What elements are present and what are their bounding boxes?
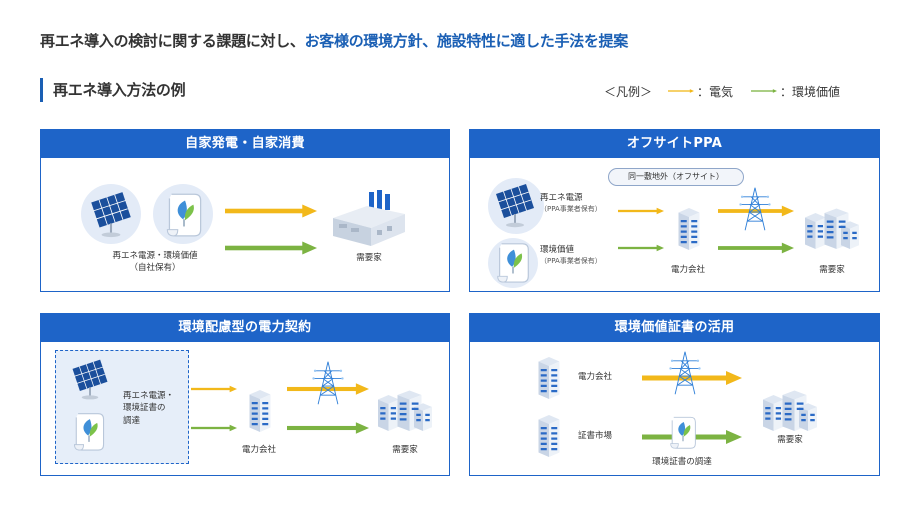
cert-utility-label: 電力会社 (578, 372, 613, 382)
card-certificate-use-title: 環境価値証書の活用 (470, 314, 879, 342)
legend-electricity-arrow-icon (668, 89, 695, 93)
contract-power-tower-icon (311, 361, 345, 405)
offsite-source1-sub: （PPA事業者保有） (540, 205, 602, 214)
contract-solar-panel-icon (72, 359, 108, 400)
card-self-generation: 自家発電・自家消費 再エネ電源・環境価値 （自社保有） 需要家 (40, 129, 450, 292)
self-consumer-label: 需要家 (356, 253, 382, 263)
self-electricity-arrow-icon (225, 204, 317, 218)
offsite-source2-sub: （PPA事業者保有） (540, 257, 602, 266)
legend-env-value-arrow-icon (751, 89, 778, 93)
section-title: 再エネ導入方法の例 (40, 78, 186, 102)
offsite-utility-building-icon (678, 208, 700, 250)
cert-market-label: 証書市場 (578, 431, 613, 441)
offsite-electricity-arrow-1-icon (618, 207, 664, 215)
offsite-power-tower-icon (738, 187, 772, 231)
contract-source-label: 再エネ電源・ 環境証書の 調達 (123, 390, 174, 427)
certificate-icon (166, 193, 202, 237)
contract-utility-building-icon (249, 390, 271, 432)
legend: ＜凡例＞ ：電気 ：環境価値 (604, 81, 840, 101)
cert-certificate-icon (670, 416, 696, 449)
legend-env-value-text: ：環境価値 (780, 84, 841, 99)
headline-prefix: 再エネ導入の検討に関する課題に対し、 (40, 32, 305, 50)
self-source-label-line1: 再エネ電源・環境価値 (112, 251, 198, 261)
card-certificate-use: 環境価値証書の活用 電力会社 証書市場 環境証書の調達 需要家 (469, 313, 880, 476)
offsite-utility-label: 電力会社 (670, 265, 705, 275)
contract-electricity-arrow-1-icon (191, 385, 237, 393)
offsite-consumer-label: 需要家 (819, 265, 845, 275)
cert-procure-label: 環境証書の調達 (652, 457, 712, 467)
legend-label: ＜凡例＞ (604, 84, 653, 99)
solar-panel-icon (90, 191, 132, 238)
cert-utility-building-icon (538, 357, 560, 399)
factory-icon (333, 190, 405, 246)
card-green-contract: 環境配慮型の電力契約 再エネ電源・ 環境証書の 調達 電力会社 需要家 (40, 313, 450, 476)
contract-consumer-buildings-icon (378, 390, 432, 431)
contract-utility-label: 電力会社 (241, 445, 276, 455)
offsite-source2-label: 環境価値 （PPA事業者保有） (540, 244, 602, 266)
page-headline: 再エネ導入の検討に関する課題に対し、お客様の環境方針、施設特性に適した手法を提案 (40, 30, 628, 51)
contract-env-value-arrow-2-icon (287, 422, 369, 434)
offsite-consumer-buildings-icon (805, 208, 859, 249)
contract-source-label-line2: 環境証書の (123, 403, 166, 414)
offsite-solar-panel-icon (495, 183, 535, 228)
cert-power-tower-icon (668, 351, 702, 395)
cert-market-building-icon (538, 415, 560, 457)
contract-source-label-line3: 調達 (123, 415, 141, 426)
offsite-certificate-icon (497, 243, 529, 283)
cert-consumer-buildings-icon (763, 390, 817, 431)
card-self-generation-title: 自家発電・自家消費 (41, 130, 449, 158)
self-source-label: 再エネ電源・環境価値 （自社保有） (95, 250, 215, 275)
legend-electricity-text: ：電気 (697, 84, 734, 99)
card-offsite-ppa: オフサイトPPA 同一敷地外（オフサイト） 再エネ電源 （PPA事業者保有） 環… (469, 129, 880, 292)
offsite-source1-label: 再エネ電源 （PPA事業者保有） (540, 192, 602, 214)
offsite-pill: 同一敷地外（オフサイト） (608, 168, 744, 186)
offsite-source2-name: 環境価値 (540, 245, 575, 255)
contract-env-value-arrow-1-icon (191, 424, 237, 432)
card-offsite-ppa-title: オフサイトPPA (470, 130, 879, 158)
contract-source-box (55, 350, 189, 464)
contract-certificate-icon (73, 413, 105, 451)
offsite-env-value-arrow-2-icon (718, 242, 794, 254)
self-source-label-line2: （自社保有） (129, 263, 181, 274)
self-env-value-arrow-icon (225, 241, 317, 255)
headline-highlight: お客様の環境方針、施設特性に適した手法を提案 (304, 32, 629, 50)
offsite-source1-name: 再エネ電源 (540, 193, 583, 203)
contract-consumer-label: 需要家 (392, 445, 418, 455)
contract-source-label-line1: 再エネ電源・ (123, 391, 175, 401)
card-green-contract-title: 環境配慮型の電力契約 (41, 314, 449, 342)
cert-consumer-label: 需要家 (777, 435, 803, 445)
offsite-env-value-arrow-1-icon (618, 244, 664, 252)
